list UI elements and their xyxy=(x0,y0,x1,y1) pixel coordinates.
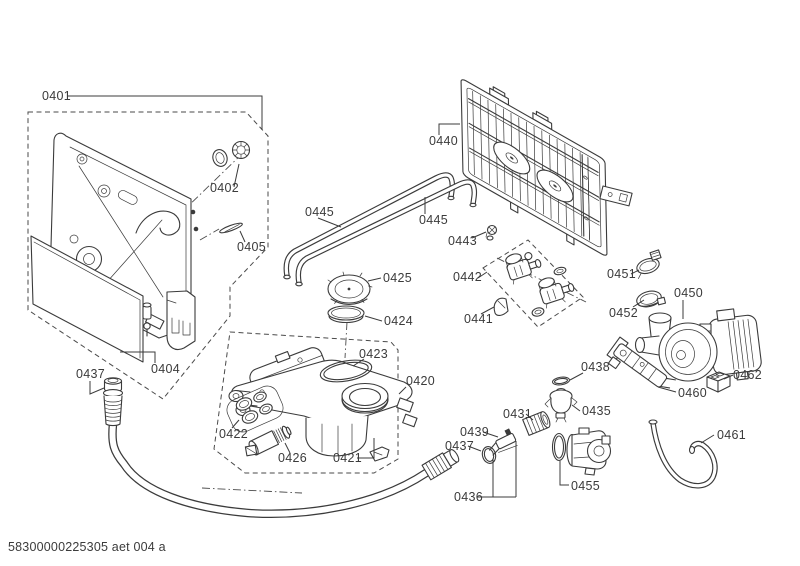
assembly-box-0442 xyxy=(482,239,584,328)
part-label-0404: 0404 xyxy=(151,362,180,376)
part-label-0452: 0452 xyxy=(609,306,638,320)
assembly-box-0420 xyxy=(213,331,399,474)
leader-line-0402 xyxy=(233,163,240,188)
part-clip-0439 xyxy=(489,428,518,456)
part-inner-door-panel xyxy=(30,235,144,363)
labels-layer: 0401 0402 0405 0404 0437 0445 0445 0440 0443 0442… xyxy=(42,89,762,504)
part-oring-0423 xyxy=(319,359,373,383)
part-seal-rings-0402 xyxy=(212,140,251,167)
leader-line-0405 xyxy=(239,230,246,243)
part-label-0435: 0435 xyxy=(582,404,611,418)
part-heater-bracket-0460 xyxy=(606,336,676,389)
leader-line-0437-bottom xyxy=(467,445,482,452)
part-hose-clamp-0452 xyxy=(636,290,667,308)
part-coupling-0431 xyxy=(522,411,551,436)
part-seal-ring-0424 xyxy=(327,305,365,324)
part-sensor-valve-0426 xyxy=(244,425,292,457)
part-drain-pump-0455 xyxy=(551,427,612,476)
part-label-0422: 0422 xyxy=(219,427,248,441)
part-supply-tubes-0445 xyxy=(283,172,478,287)
leader-line-0420 xyxy=(398,386,407,395)
part-label-0423: 0423 xyxy=(359,347,388,361)
leader-line-0423 xyxy=(352,358,365,367)
door-bolt xyxy=(193,226,199,232)
diagram-code: 58300000225305 aet 004 a xyxy=(8,540,166,554)
part-check-valve-0435 xyxy=(544,387,578,423)
part-cap-0425 xyxy=(327,271,373,306)
leader-line-0460 xyxy=(657,386,677,393)
part-label-0462: 0462 xyxy=(733,368,762,382)
leader-line-0455 xyxy=(559,461,569,486)
part-fastener-0443 xyxy=(485,224,498,241)
leader-line-0461 xyxy=(700,434,715,444)
part-label-0451: 0451 xyxy=(607,267,636,281)
part-label-0426: 0426 xyxy=(278,451,307,465)
part-label-0421: 0421 xyxy=(333,451,362,465)
part-hinge-bracket-0404 xyxy=(142,290,196,351)
leader-line-0439 xyxy=(482,431,499,438)
part-oring-0437 xyxy=(481,446,497,464)
assembly-box-0401 xyxy=(27,111,269,400)
leader-line-0437-left xyxy=(89,381,105,395)
hose-top-fitting xyxy=(102,377,124,427)
leader-line-0426 xyxy=(284,442,291,454)
part-label-0438: 0438 xyxy=(581,360,610,374)
part-pin-0405 xyxy=(219,222,243,234)
part-label-0445-right: 0445 xyxy=(419,213,448,227)
part-label-0461: 0461 xyxy=(717,428,746,442)
leader-line-0425 xyxy=(367,277,382,282)
part-label-0442: 0442 xyxy=(453,270,482,284)
leader-line-0451 xyxy=(630,269,640,275)
part-terminal-block-0462 xyxy=(706,371,731,393)
part-label-0443: 0443 xyxy=(448,234,477,248)
leader-line-0431 xyxy=(525,413,534,421)
part-oring-0438 xyxy=(552,376,570,386)
part-valve-assembly-0442 xyxy=(505,252,575,317)
part-label-0431: 0431 xyxy=(503,407,532,421)
leader-line-0441 xyxy=(480,306,495,315)
part-label-0439: 0439 xyxy=(460,425,489,439)
panel-side-bracket xyxy=(599,185,633,207)
leader-line-0401 xyxy=(68,95,263,130)
part-label-0401: 0401 xyxy=(42,89,71,103)
leader-line-0442 xyxy=(477,271,488,279)
part-label-0460: 0460 xyxy=(678,386,707,400)
assembly-box-outlines xyxy=(27,111,584,474)
part-label-0440: 0440 xyxy=(429,134,458,148)
part-label-0441: 0441 xyxy=(464,312,493,326)
leader-line-0421 xyxy=(357,438,375,459)
part-label-0436: 0436 xyxy=(454,490,483,504)
part-label-0425: 0425 xyxy=(383,271,412,285)
leader-line-0462 xyxy=(723,374,734,380)
leader-line-0445-left xyxy=(317,217,342,228)
part-label-0445-left: 0445 xyxy=(305,205,334,219)
leader-line-0443 xyxy=(471,231,487,239)
part-circulation-pump-0450 xyxy=(634,308,762,382)
part-label-0424: 0424 xyxy=(384,314,413,328)
leader-line-0435 xyxy=(571,404,581,412)
part-drain-hose-0436 xyxy=(102,377,460,518)
part-hose-0461 xyxy=(648,419,718,489)
part-hose-clamp-0451 xyxy=(636,249,662,279)
leader-line-0438 xyxy=(569,372,584,381)
part-label-0455: 0455 xyxy=(571,479,600,493)
leader-line-0422 xyxy=(231,419,240,429)
leader-line-0440 xyxy=(438,123,460,135)
leader-line-0452 xyxy=(632,299,645,308)
leader-line-0424 xyxy=(364,315,383,322)
part-label-0420: 0420 xyxy=(406,374,435,388)
door-bolt xyxy=(190,209,196,215)
hose-end-fitting xyxy=(421,449,460,481)
leader-line-0404 xyxy=(120,351,156,363)
part-label-0437-bottom: 0437 xyxy=(445,439,474,453)
part-label-0405: 0405 xyxy=(237,240,266,254)
part-cover-0441 xyxy=(493,297,509,316)
part-label-0402: 0402 xyxy=(210,181,239,195)
part-label-0450: 0450 xyxy=(674,286,703,300)
part-base-panel-0440 xyxy=(461,68,632,263)
part-label-0437-left: 0437 xyxy=(76,367,105,381)
part-grommet-set-0422 xyxy=(226,385,284,433)
